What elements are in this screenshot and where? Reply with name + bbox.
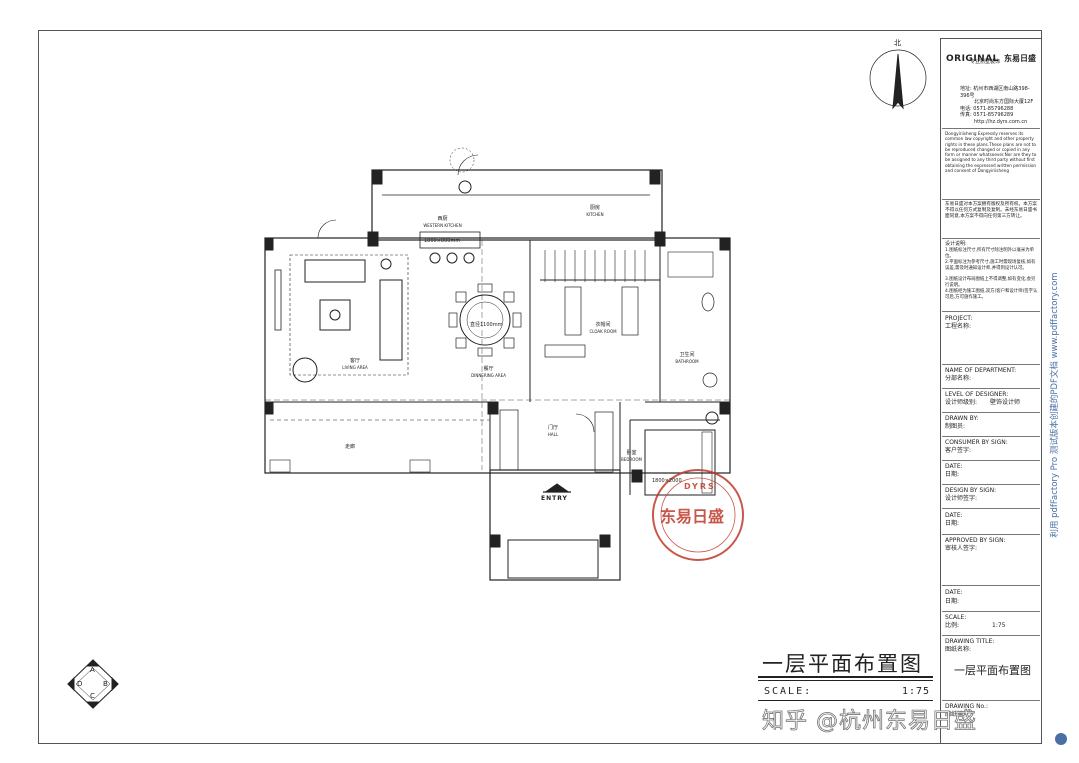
- island-icon: [419, 231, 481, 249]
- scale-underline: [758, 700, 933, 701]
- north-arrow-icon: [869, 49, 927, 110]
- room-label-hall: 门厅 HALL: [547, 425, 559, 437]
- field-consumer-sign: CONSUMER BY SIGN: 客户签字:: [942, 436, 1040, 460]
- design-notes-cell: 设计说明: 1.图纸标注尺寸,所有尺寸除注明外以毫米为单位。 2.平面标注为参考…: [942, 238, 1040, 311]
- design-note-2: 2.平面标注为参考尺寸,施工时需现场复核,如有误差,需及时通知设计师,并得到设计…: [945, 260, 1036, 271]
- north-label: 北: [894, 39, 901, 47]
- scale-value: 1:75: [902, 686, 931, 697]
- drawing-title: 一层平面布置图: [762, 652, 923, 676]
- compass-letter-c: C: [90, 692, 95, 700]
- compass-diamond-icon: [67, 659, 119, 709]
- field-drawing-title: DRAWING TITLE: 图纸名称: 一层平面布置图: [942, 635, 1040, 700]
- side-watermark: 利用 pdfFactory Pro 测试版本创建的PDF文档 www.pdffa…: [1050, 272, 1060, 538]
- design-note-4: 4.图纸经为施工图纸,双方(客户和设计师)签字认可后,方可施作施工。: [945, 289, 1038, 300]
- copyright-cn-cell: 东易日盛对本方案拥有版权及所有权。本方案不得以任何方式复制及复制。未经东易日盛书…: [942, 199, 1040, 238]
- island-size-label: 1800×800mm: [424, 238, 461, 244]
- room-label-living: 客厅 LIVING AREA: [342, 358, 368, 370]
- title-block: [940, 38, 1042, 744]
- brand-name-cn: 东易日盛: [1004, 54, 1036, 63]
- field-date-2: DATE: 日期:: [942, 508, 1040, 534]
- field-date-1: DATE: 日期:: [942, 460, 1040, 484]
- dining-table-icon: [459, 294, 511, 346]
- pdffactory-icon: [1055, 733, 1067, 745]
- copyright-cn: 东易日盛对本方案拥有版权及所有权。本方案不得以任何方式复制及复制。未经东易日盛书…: [945, 202, 1037, 220]
- design-note-3: 3.图纸设计布局图纸上不得调整,如有变化,会另行说明。: [945, 277, 1036, 288]
- scale-label: SCALE:: [764, 686, 813, 697]
- table-size-label: 直径1100mm: [470, 322, 503, 328]
- title-underline-thin: [758, 680, 933, 681]
- plan-outline: [264, 237, 731, 474]
- room-label-dining: 餐厅 DINNERING AREA: [471, 366, 506, 378]
- room-label-kitchen: 厨房 KITCHEN: [586, 205, 604, 217]
- bed-size-label: 1800×2000: [652, 478, 682, 484]
- field-design-sign: DESIGN BY SIGN: 设计师签字:: [942, 484, 1040, 508]
- room-label-western-kitchen: 西厨 WESTERN KITCHEN: [423, 216, 462, 228]
- zhihu-watermark: 知乎 @杭州东易日盛: [762, 709, 977, 735]
- room-label-bedroom: 卧室 BEDROOM: [621, 450, 642, 462]
- field-drawing-no: DRAWING No.: 图纸编号:: [942, 700, 1040, 742]
- company-seal-icon: [652, 469, 744, 561]
- entry-label: ENTRY: [541, 495, 568, 502]
- design-notes-title: 设计说明:: [945, 241, 967, 247]
- stamp-text: 东易日盛: [660, 507, 725, 526]
- title-underline: [758, 676, 933, 678]
- field-scale: SCALE: 比例: 1:75: [942, 611, 1040, 635]
- field-drawn-by: DRAWN BY: 制图员:: [942, 412, 1040, 436]
- coffee-table-icon: [319, 299, 351, 331]
- room-label-bathroom: 卫生间 BATHROOM: [675, 352, 699, 364]
- compass-letter-b: B: [103, 680, 108, 688]
- room-label-cloakroom: 衣帽间 CLOAK ROOM: [589, 322, 617, 334]
- address-block: 地址: 杭州市西湖区南山路398-396号 北京时尚东方国际大厦12F 电话: …: [960, 86, 1034, 125]
- brand-name: ORIGINAL: [946, 54, 999, 64]
- field-designer-level: LEVEL OF DESIGNER: 设计师级别: 壁饰设计师: [942, 388, 1040, 412]
- field-project: PROJECT: 工程名称:: [942, 311, 1040, 364]
- field-department: NAME OF DEPARTMENT: 分部名称:: [942, 364, 1040, 388]
- design-note-1: 1.图纸标注尺寸,所有尺寸除注明外以毫米为单位。: [945, 248, 1035, 259]
- room-label-corridor: 走廊: [345, 444, 356, 450]
- bed-icon: [644, 429, 716, 496]
- brand-subtitle: 专业别墅装饰: [970, 59, 1001, 65]
- compass-letter-a: A: [90, 666, 95, 674]
- stamp-arc-text: DYRS: [684, 482, 716, 491]
- sofa-icon: [304, 259, 366, 283]
- field-approved-sign: APPROVED BY SIGN: 审核人签字:: [942, 534, 1040, 585]
- copyright-en: Dongyiriisheng Expressly reserves its co…: [945, 131, 1037, 174]
- brand-logo: ORIGINAL 东易日盛: [946, 46, 1036, 65]
- copyright-en-cell: Dongyiriisheng Expressly reserves its co…: [942, 128, 1040, 199]
- field-date-3: DATE: 日期:: [942, 585, 1040, 611]
- compass-letter-d: D: [77, 680, 83, 688]
